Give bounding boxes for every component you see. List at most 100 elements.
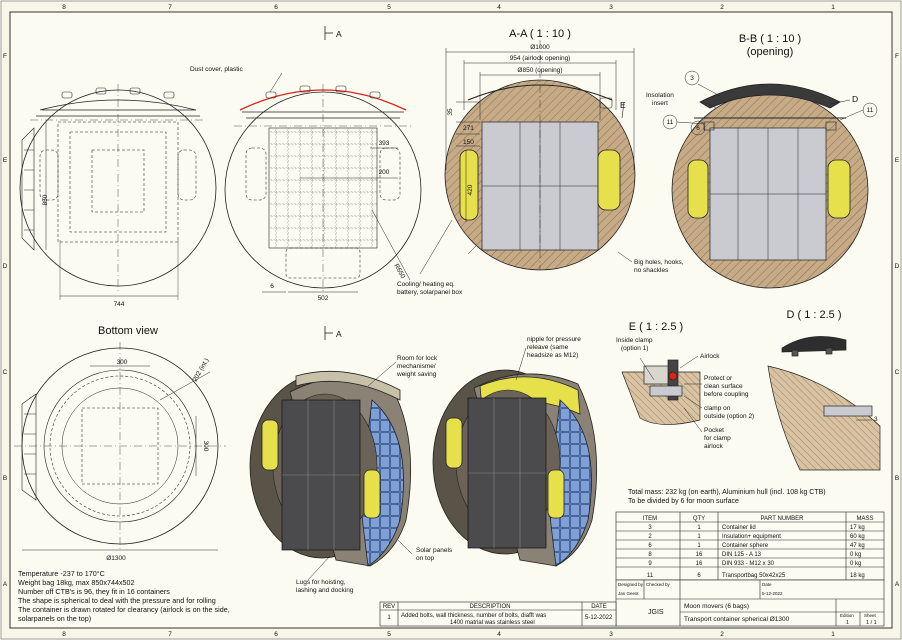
rev-header-date: DATE [591,604,607,610]
bottom-view [14,342,226,552]
label-dust-cover: Dust cover, plastic [190,66,243,73]
label-nipple-1: nipple for pressure [527,336,581,343]
dim-954: 954 (airlock opening) [510,55,571,62]
cut-marker-top [324,26,333,340]
bom-header-item: ITEM [643,516,657,522]
bom-r5-mass: 18 kg [850,573,865,579]
dim-35: 35 [447,108,454,116]
label-nipple-2: releave (same [527,344,569,351]
label-pocket-2: for clamp [704,435,731,442]
bom-r3-part: DIN 125 - A 13 [722,552,762,558]
label-detail-d: D [852,94,858,104]
balloon-11-right: 11 [867,107,874,114]
rev-description-1: Added bolts, wall thickness, number of b… [401,613,546,619]
detail-e [621,355,703,433]
label-detail-e: E [620,100,626,110]
row-l-F: F [3,53,7,60]
bom-r5-item: 11 [647,573,654,579]
tb-sheet-label: Sheet [864,613,877,618]
bottom-view-title: Bottom view [98,325,158,337]
tb-title: Transport container spherical Ø1300 [684,616,790,623]
dim-744: 744 [114,301,125,308]
bom-r2-part: Container sphere [722,543,769,549]
tb-edition-label: Edition [840,613,854,618]
label-lugs-1: Lugs for hoisting, [296,579,346,586]
bom-header-qty: QTY [693,516,705,522]
row-l-C: C [3,369,8,376]
col-bot-1: 1 [831,631,835,638]
bom-r3-item: 8 [648,552,652,558]
col-top-7: 7 [168,4,172,11]
bom-r5-part: Transportbag 50x42x25 [722,573,786,579]
mass-note-1: Total mass: 232 kg (on earth), Aluminium… [628,489,826,496]
label-lugs: Lugs for hoisting, lashing and docking [296,579,354,594]
bom-r4-mass: 0 kg [850,561,861,567]
bom-r4-item: 9 [648,561,652,567]
col-bot-8: 8 [62,631,66,638]
label-solar-2: on top [416,555,434,562]
tb-checked-by-label: Checked by [646,582,671,587]
label-room-lock-3: weight saving [396,371,437,378]
detail-e-title: E ( 1 : 2.5 ) [629,321,683,333]
bom-r1-qty: 1 [697,534,701,540]
bom-table [615,511,885,581]
section-b-sub: (opening) [747,46,793,58]
dim-300-side: 300 [202,441,209,452]
col-bot-7: 7 [168,631,172,638]
note-5: The container is drawn rotated for clear… [18,604,230,614]
col-top-3: 3 [609,4,613,11]
label-pocket-3: airlock [704,443,724,450]
label-insulation-1: Insolation [646,92,674,99]
row-r-D: D [895,263,900,270]
dim-150: 150 [463,139,474,146]
col-top-6: 6 [274,4,278,11]
dim-d1300: Ø1300 [106,555,126,562]
col-bot-3: 3 [609,631,613,638]
note-4: The shape is spherical to deal with the … [18,595,216,605]
dim-d850-opening: Ø850 (opening) [517,67,562,74]
dim-6: 6 [270,283,274,290]
label-protect-2: clean surface [704,383,743,390]
rev-date: 5-12-2022 [585,615,613,621]
label-big-holes-2: no shackles [634,267,669,274]
col-bot-6: 6 [274,631,278,638]
bom-r0-qty: 1 [697,525,701,531]
row-r-F: F [895,53,899,60]
iso-view-right [432,369,598,567]
dim-d1000: Ø1000 [530,44,550,51]
bom-r2-mass: 47 kg [850,543,865,549]
label-nipple: nipple for pressure releave (same headsi… [527,336,583,359]
bom-text: ITEM QTY PART NUMBER MASS 3 1 Container … [643,516,874,579]
rev-header-desc: DESCRIPTION [469,604,510,610]
row-l-B: B [3,475,7,482]
balloon-6: 6 [696,125,700,132]
title-block [615,579,885,627]
tb-edition: 1 [846,620,849,626]
tb-designed-by: Jan Geest [618,591,639,596]
rev-description: Added bolts, wall thickness, number of b… [401,613,548,626]
top-view [224,84,422,294]
cut-label-bottom: A [336,329,342,339]
label-pocket-1: Pocket [704,427,724,434]
tb-designed-by-label: Designed by [618,582,644,587]
general-notes: Temperature -237 to 170°C Weight bag 18k… [18,569,230,623]
note-1: Temperature -237 to 170°C [18,569,105,578]
note-2: Weight bag 18kg, max 850x744x502 [18,577,135,587]
label-solar-1: Solar panels [416,547,453,554]
bom-r0-part: Container lid [722,525,756,531]
label-solar: Solar panels on top [416,547,454,562]
row-l-E: E [3,157,8,164]
tb-date-label: Date [762,582,772,587]
bom-r2-qty: 1 [697,543,701,549]
section-b-title: B-B ( 1 : 10 ) [739,33,801,45]
bom-r3-mass: 0 kg [850,552,861,558]
mass-notes: Total mass: 232 kg (on earth), Aluminium… [628,489,826,506]
section-a-title: A-A ( 1 : 10 ) [509,28,571,40]
bom-r0-item: 3 [648,525,652,531]
col-top-5: 5 [387,4,391,11]
section-b [662,70,878,289]
iso-view-left [249,370,412,567]
bom-header-part: PART NUMBER [760,516,804,522]
label-lugs-2: lashing and docking [296,587,354,594]
label-big-holes-1: Big holes, hooks, [634,259,684,266]
